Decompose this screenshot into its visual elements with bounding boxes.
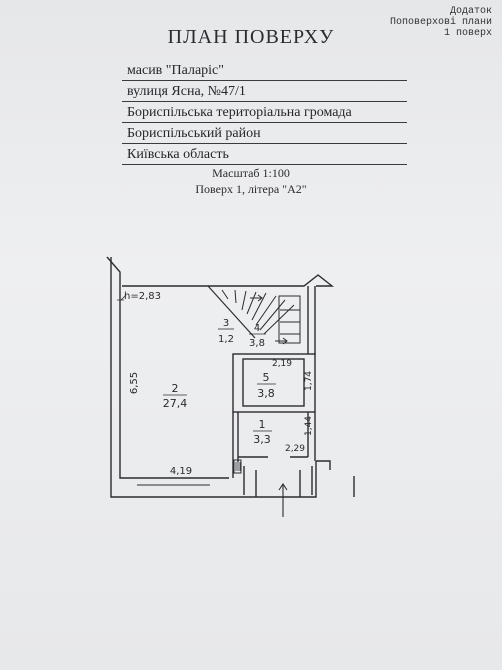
entrance-walls xyxy=(243,466,313,495)
scale-label: Масштаб 1:100 xyxy=(212,166,290,180)
room-5-inner xyxy=(242,358,305,407)
entry-arrow xyxy=(278,483,288,517)
address-line-region: Київська область xyxy=(122,146,407,167)
appendix-line-3: 1 поверх xyxy=(443,28,492,39)
stair-arrow-up xyxy=(250,294,263,302)
wall-top xyxy=(122,274,335,287)
document-title: ПЛАН ПОВЕРХУ xyxy=(167,26,335,48)
address-line-district: Бориспільський район xyxy=(122,125,407,146)
inner-wall-left-bottom xyxy=(119,286,229,479)
dimension-room-5-width: 2,19 xyxy=(272,359,292,369)
room-4-number: 4 xyxy=(254,323,260,334)
dimension-room-5-height: 1,74 xyxy=(304,371,314,391)
entrance-jambs xyxy=(255,470,301,497)
dimension-left-height: 6,55 xyxy=(129,372,140,394)
room-5-area: 3,8 xyxy=(257,387,275,400)
outer-wall-top-left xyxy=(106,256,121,286)
room-5-number: 5 xyxy=(263,371,270,384)
outer-wall-left-bottom xyxy=(110,257,317,498)
radiator-fixture xyxy=(233,459,242,474)
room-2-area: 27,4 xyxy=(163,397,188,410)
address-line-street: вулиця Ясна, №47/1 xyxy=(122,83,407,104)
appendix-note: Додаток Поповерхові плани 1 поверх xyxy=(390,6,492,39)
stair-landing xyxy=(278,295,301,344)
entrance-right-return xyxy=(316,460,331,470)
stair-landing-steps xyxy=(280,309,300,335)
address-line-community: Бориспільська територіальна громада xyxy=(122,104,407,125)
ceiling-height-label: h=2,83 xyxy=(124,291,161,302)
stair-arrow-room-4 xyxy=(275,337,288,345)
room-1-number: 1 xyxy=(259,418,266,431)
floor-label: Поверх 1, літера "А2" xyxy=(195,182,307,196)
address-block: масив "Паларіс" вулиця Ясна, №47/1 Борис… xyxy=(122,62,407,167)
appendix-line-1: Додаток xyxy=(449,6,492,17)
room-2-number: 2 xyxy=(172,382,179,395)
room-3-number: 3 xyxy=(223,318,229,329)
room-4-area: 3,8 xyxy=(249,338,265,349)
room-5-outline xyxy=(232,353,316,413)
address-line-massif: масив "Паларіс" xyxy=(122,62,407,83)
dimension-entrance-width: 2,29 xyxy=(285,444,305,454)
appendix-line-2: Поповерхові плани xyxy=(389,17,492,28)
dimension-bottom-width: 4,19 xyxy=(170,466,192,477)
height-marker xyxy=(117,294,127,301)
room-1-area: 3,3 xyxy=(253,433,271,446)
stair-diagonal xyxy=(207,285,256,339)
stair-steps xyxy=(221,289,295,335)
room-3-area: 1,2 xyxy=(218,334,234,345)
dimension-room-1-height: 1,44 xyxy=(304,416,314,436)
